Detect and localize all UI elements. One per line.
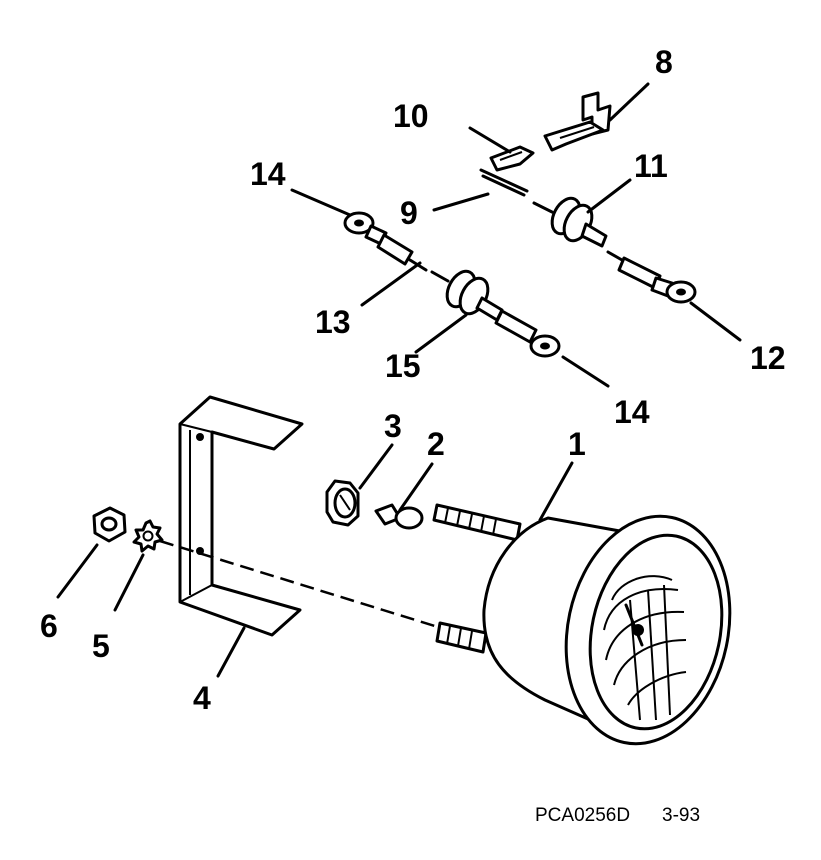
callout-11: 11 [634, 148, 668, 184]
part-14-ring-terminal-lower [529, 334, 561, 358]
callout-8: 8 [655, 44, 673, 80]
part-9-pin [479, 168, 529, 197]
figure-date: 3-93 [662, 805, 701, 826]
part-12-ring-terminal [606, 250, 697, 304]
part-8-bracket [543, 91, 612, 152]
callout-9: 9 [400, 195, 418, 231]
part-5-lock-washer [132, 519, 164, 553]
callout-12: 12 [750, 340, 786, 376]
alignment-line [159, 539, 481, 642]
part-11-wire-boot [532, 196, 608, 248]
callout-6: 6 [40, 608, 58, 644]
callout-13: 13 [315, 304, 351, 340]
callout-4: 4 [193, 680, 211, 716]
leader-lines [56, 82, 742, 678]
part-10-terminal [489, 145, 535, 172]
callout-14-lower: 14 [614, 394, 650, 430]
part-13-wire [408, 258, 450, 283]
callout-15: 15 [385, 348, 421, 384]
part-2-bulb [374, 503, 424, 530]
figure-code: PCA0256D [535, 805, 631, 826]
part-6-nut [92, 506, 127, 543]
part-1-gauge [432, 503, 732, 746]
part-15-wire-boot [445, 269, 538, 344]
callout-1: 1 [568, 426, 586, 462]
callout-2: 2 [427, 426, 445, 462]
callout-14-upper: 14 [250, 156, 286, 192]
callout-5: 5 [92, 628, 110, 664]
callout-10: 10 [393, 98, 429, 134]
part-4-u-bracket [178, 395, 304, 637]
callout-3: 3 [384, 408, 402, 444]
part-3-bulb-socket [325, 479, 360, 527]
part-14-ring-terminal-upper [343, 211, 414, 266]
